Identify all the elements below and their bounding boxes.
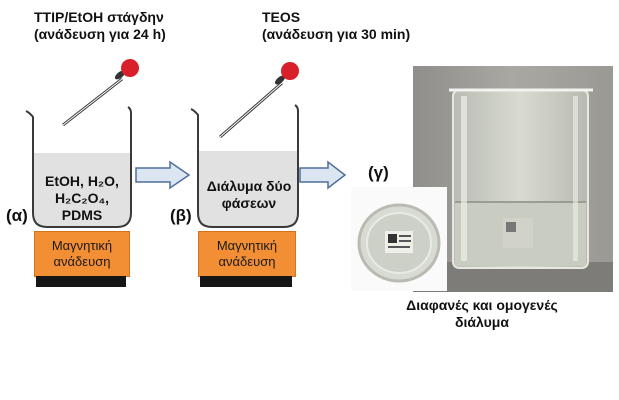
step-b-reagent: TEOS (ανάδευση για 30 min): [262, 9, 410, 43]
step-b-letter: (β): [170, 206, 192, 225]
beaker-b: [190, 62, 299, 228]
arrow-right-icon: [299, 160, 347, 190]
arrow-right-icon: [135, 160, 191, 190]
beaker-b-line2: φάσεων: [221, 195, 277, 211]
step-b-reagent-line1: TEOS: [262, 9, 301, 25]
dropper-a-bulb-icon: [121, 59, 139, 77]
step-c-caption-line1: Διαφανές και ομογενές: [406, 297, 558, 313]
step-a-reagent-line2: (ανάδευση για 24 h): [34, 26, 166, 42]
beaker-a-line2: H₂C₂O₄,: [54, 190, 110, 206]
stirrer-a: Μαγνητική ανάδευση: [34, 231, 130, 277]
dropper-b-bulb-icon: [281, 62, 299, 80]
stirrer-b-line2: ανάδευση: [218, 254, 276, 269]
stirrer-a-line2: ανάδευση: [53, 254, 111, 269]
photo-beaker-top: [351, 187, 447, 291]
step-a-reagent: TTIP/EtOH στάγδην (ανάδευση για 24 h): [34, 9, 166, 43]
beaker-a-line3: PDMS: [61, 207, 103, 223]
stirrer-b-base: [200, 276, 292, 287]
step-a-letter: (α): [6, 206, 28, 225]
step-c-caption: Διαφανές και ομογενές διάλυμα: [352, 297, 612, 331]
step-a-reagent-line1: TTIP/EtOH στάγδην: [34, 9, 164, 25]
stirrer-a-line1: Μαγνητική: [51, 238, 113, 253]
step-b-reagent-line2: (ανάδευση για 30 min): [262, 26, 411, 42]
beaker-a: [25, 59, 139, 228]
beaker-a-line1: EtOH, H₂O,: [45, 173, 119, 189]
beaker-b-contents: Διάλυμα δύο φάσεων: [196, 178, 302, 212]
stirrer-b: Μαγνητική ανάδευση: [198, 231, 296, 277]
stirrer-a-base: [36, 276, 126, 287]
beaker-b-line1: Διάλυμα δύο: [206, 178, 292, 194]
step-c-letter: (γ): [368, 163, 389, 182]
step-c-caption-line2: διάλυμα: [455, 314, 509, 330]
beaker-a-contents: EtOH, H₂O, H₂C₂O₄, PDMS: [33, 173, 131, 224]
stirrer-b-line1: Μαγνητική: [216, 238, 278, 253]
